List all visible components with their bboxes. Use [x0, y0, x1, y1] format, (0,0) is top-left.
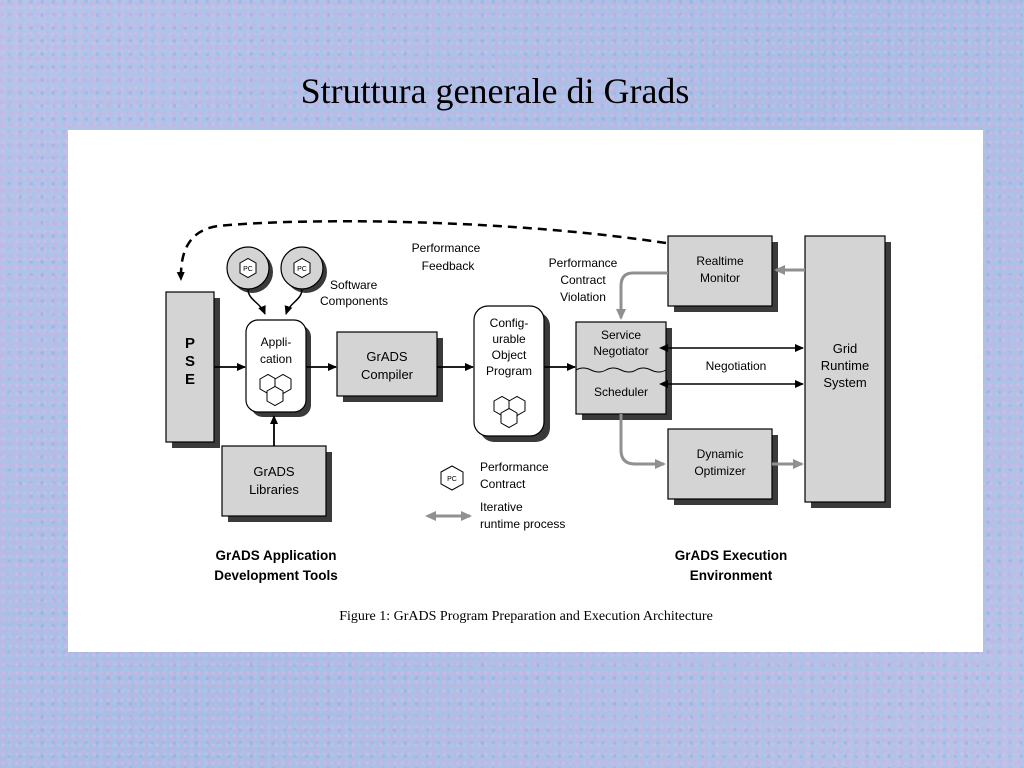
figure-caption: Figure 1: GrADS Program Preparation and … [339, 609, 713, 624]
legend: PC Performance Contract Iterative runtim… [425, 460, 565, 531]
grads-compiler-box: GrADS Compiler [336, 331, 443, 402]
software-component-disk-icon: PC [226, 246, 273, 293]
dynamic-optimizer-label: Optimizer [694, 464, 745, 478]
negotiator-scheduler-box: Service Negotiator Scheduler [575, 321, 672, 420]
legend-iterative-runtime: runtime process [480, 517, 565, 531]
grads-libraries-label: GrADS [253, 464, 295, 479]
pc-symbol: PC [243, 266, 253, 273]
negotiation-label: Negotiation [706, 359, 767, 373]
scheduler-label: Scheduler [594, 385, 648, 399]
pc-symbol: PC [447, 476, 457, 483]
architecture-diagram: P S E PC PC Software Components Appli- c… [165, 220, 891, 624]
realtime-monitor-label: Realtime [696, 254, 744, 268]
program-label: urable [492, 332, 526, 346]
legend-performance-contract: Contract [480, 477, 526, 491]
development-tools-heading: GrADS Application [215, 548, 336, 563]
grid-runtime-label: Grid [833, 341, 858, 356]
contract-violation-label: Contract [560, 273, 606, 287]
dynamic-optimizer-label: Dynamic [697, 447, 744, 461]
application-label: Appli- [261, 335, 292, 349]
contract-violation-label: Violation [560, 290, 606, 304]
realtime-monitor-box: Realtime Monitor [667, 235, 778, 312]
application-label: cation [260, 352, 292, 366]
execution-environment-heading: GrADS Execution [675, 548, 788, 563]
grid-runtime-label: System [823, 375, 866, 390]
program-label: Program [486, 364, 532, 378]
application-box: Appli- cation [245, 319, 311, 417]
pc-symbol: PC [297, 266, 307, 273]
service-negotiator-label: Service [601, 328, 641, 342]
legend-performance-contract: Performance [480, 460, 549, 474]
grid-runtime-system-box: Grid Runtime System [804, 235, 891, 508]
program-label: Object [492, 348, 527, 362]
service-negotiator-label: Negotiator [593, 344, 648, 358]
scheduler-to-optimizer-arrow [619, 414, 666, 469]
legend-iterative-runtime: Iterative [480, 500, 523, 514]
grads-compiler-label: Compiler [361, 367, 414, 382]
pse-letter: P [185, 335, 195, 352]
software-component-disk-icon: PC [280, 246, 327, 293]
contract-violation-arrow [616, 271, 668, 320]
pse-box: P S E [165, 291, 220, 448]
grads-libraries-label: Libraries [249, 482, 299, 497]
slide-title: Struttura generale di Grads [300, 71, 690, 111]
contract-violation-label: Performance [549, 256, 618, 270]
software-components-label: Software [330, 278, 378, 292]
pse-letter: S [185, 353, 195, 370]
pse-letter: E [185, 371, 195, 388]
grads-compiler-label: GrADS [366, 349, 408, 364]
grads-libraries-box: GrADS Libraries [221, 445, 332, 522]
realtime-monitor-label: Monitor [700, 271, 740, 285]
pc-hexagon-icon: PC [440, 465, 464, 491]
software-components-label: Components [320, 294, 388, 308]
program-label: Config- [490, 316, 529, 330]
architecture-figure: P S E PC PC Software Components Appli- c… [68, 130, 983, 652]
configurable-object-program-box: Config- urable Object Program [473, 305, 550, 442]
component-arrow [247, 288, 266, 315]
development-tools-heading: Development Tools [214, 568, 338, 583]
performance-feedback-label: Feedback [422, 259, 476, 273]
performance-feedback-arrow [176, 220, 667, 281]
dynamic-optimizer-box: Dynamic Optimizer [667, 428, 778, 505]
component-arrow [284, 288, 303, 315]
execution-environment-heading: Environment [690, 568, 773, 583]
performance-feedback-label: Performance [412, 241, 481, 255]
grid-runtime-label: Runtime [821, 358, 869, 373]
